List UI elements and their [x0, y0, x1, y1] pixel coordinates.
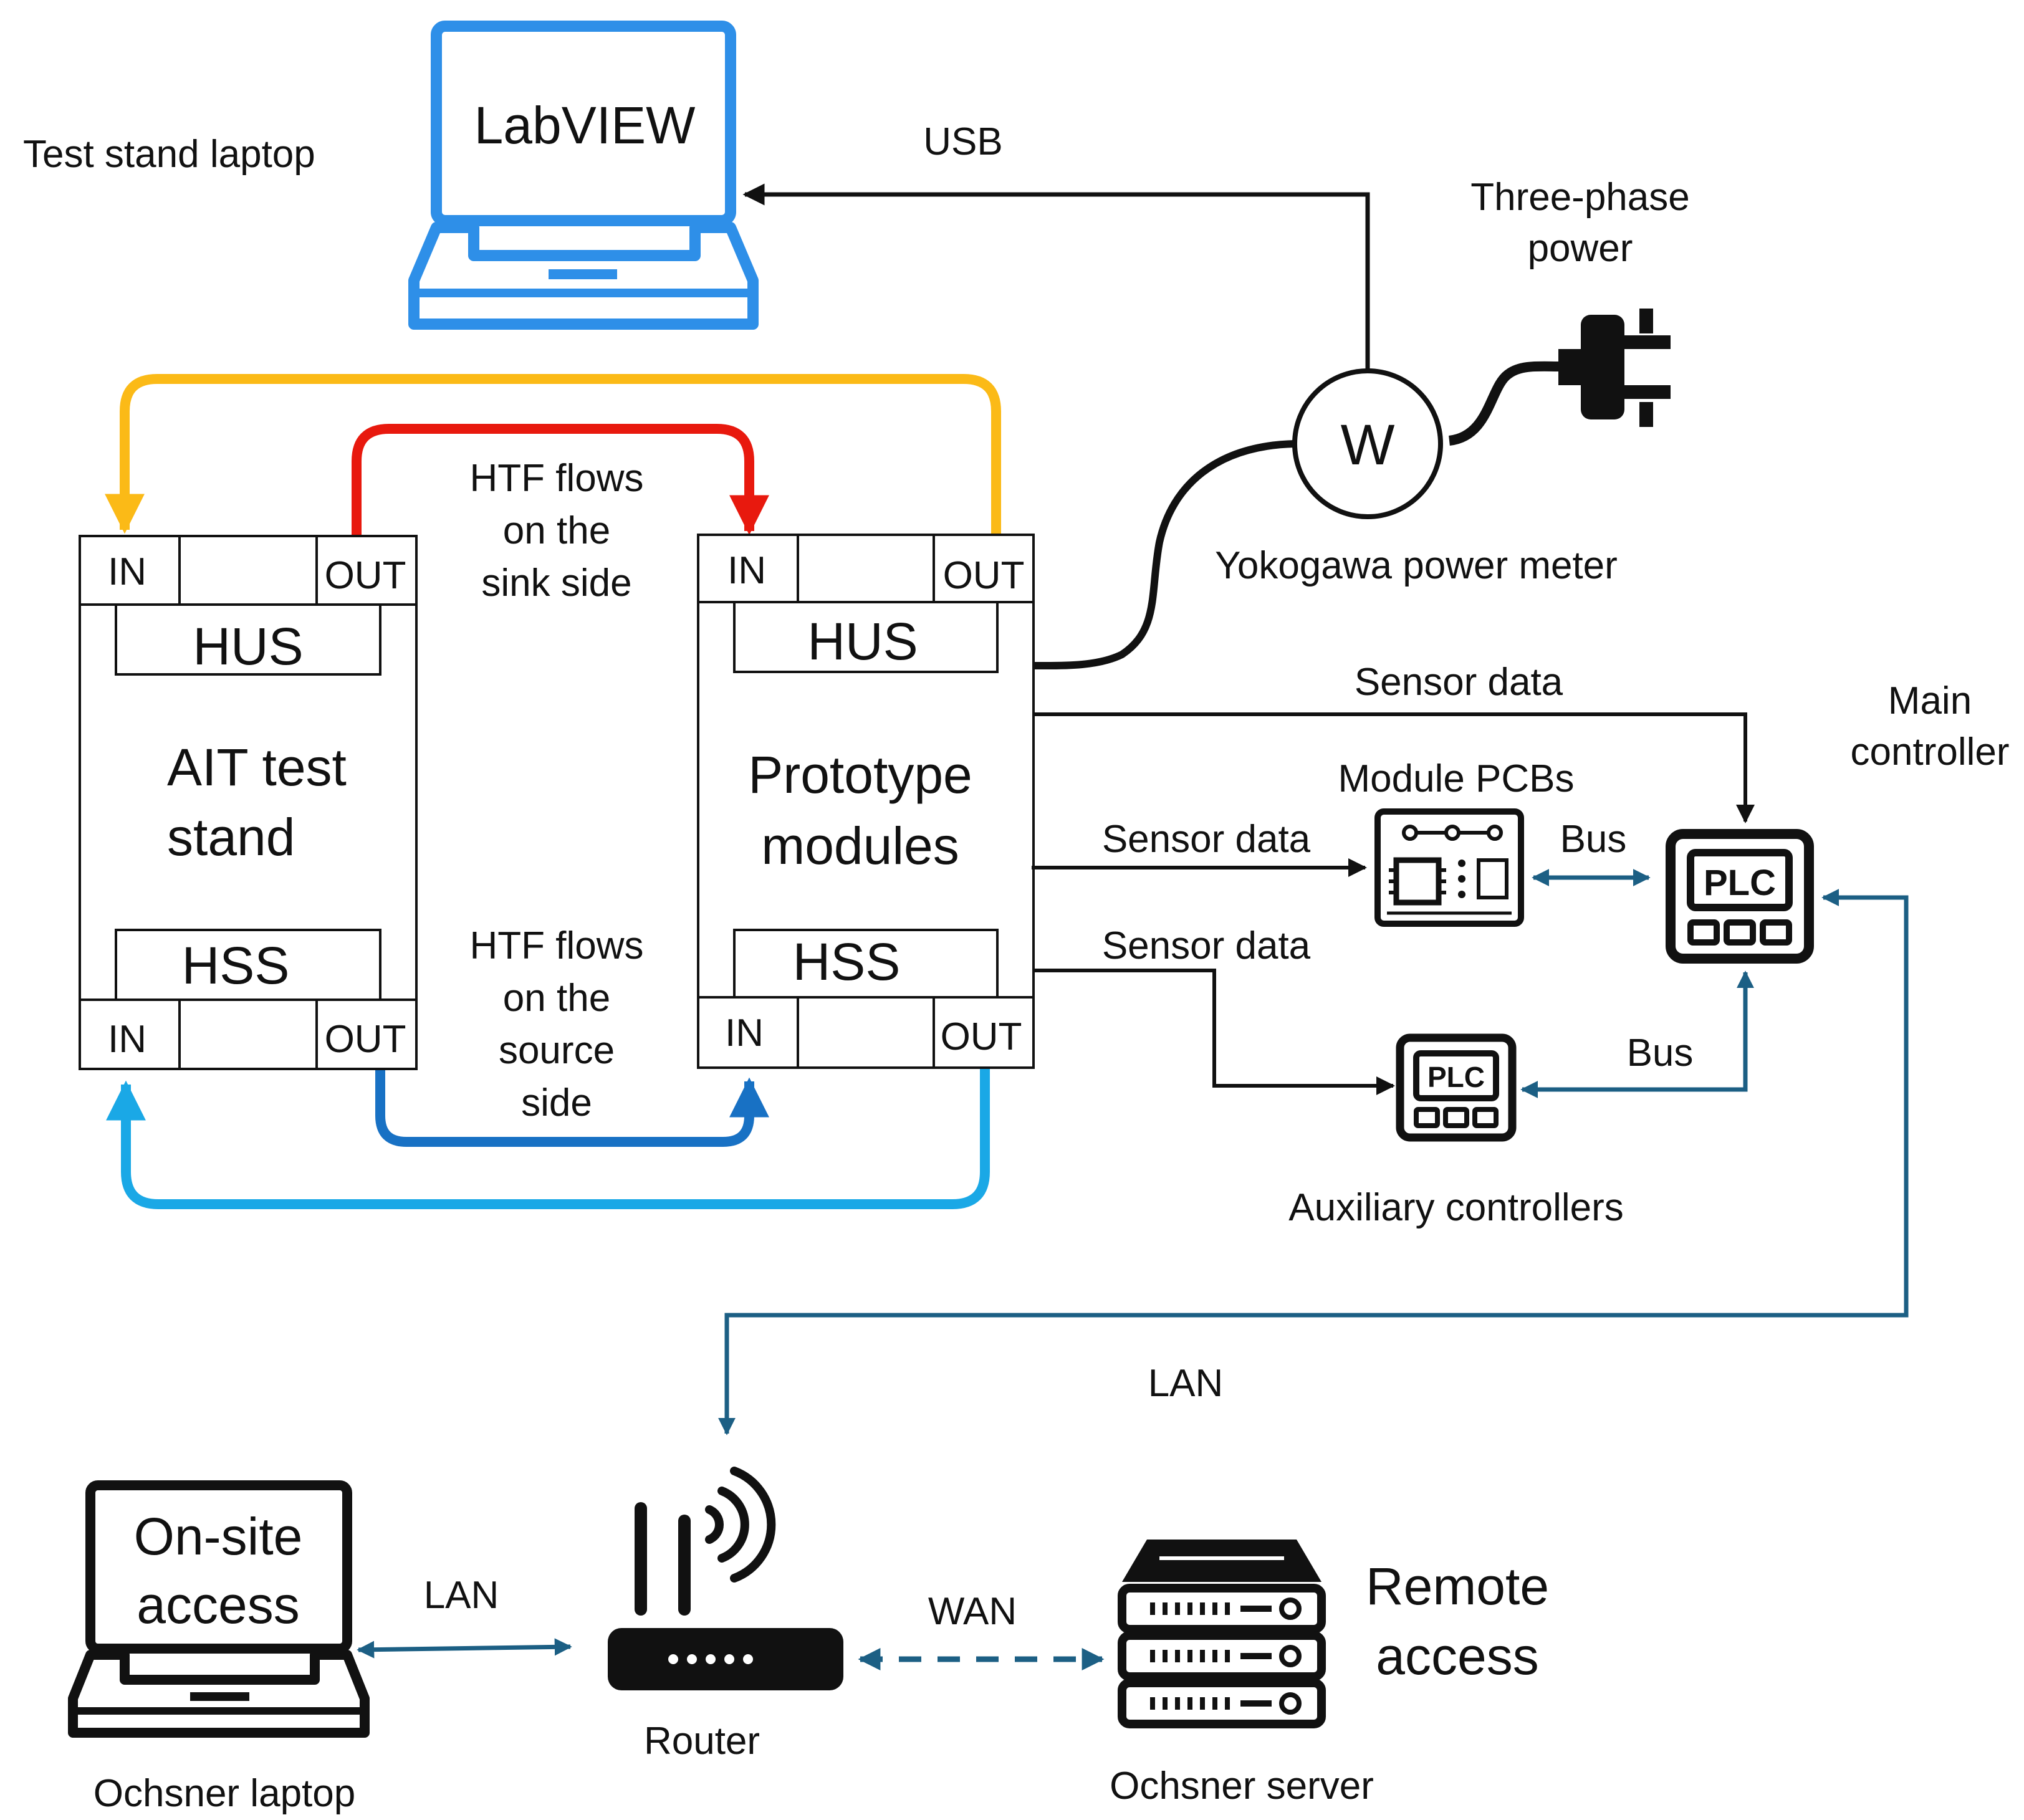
prototype-title-line1: Prototype	[748, 745, 972, 804]
prototype-port-in-top: IN	[727, 549, 766, 592]
prototype-title-line2: modules	[761, 817, 959, 875]
bus-top-label: Bus	[1560, 818, 1627, 861]
sink-flow-label-line2: on the	[503, 509, 610, 552]
source-flow-label-line3: source	[499, 1029, 615, 1072]
ait-hss-label: HSS	[182, 936, 290, 995]
router-label: Router	[644, 1720, 760, 1763]
server-icon	[1118, 1540, 1326, 1728]
ait-port-out-bottom: OUT	[325, 1018, 406, 1061]
ait-title-line1: AIT test	[167, 738, 347, 797]
bus-low-label: Bus	[1627, 1032, 1694, 1075]
power-source-label-line2: power	[1528, 227, 1633, 270]
remote-access-line2: access	[1376, 1627, 1538, 1685]
wan-label: WAN	[928, 1590, 1017, 1633]
aux-controller-label: Auxiliary controllers	[1288, 1186, 1624, 1229]
prototype-port-out-bottom: OUT	[941, 1015, 1022, 1058]
ait-hus-label: HUS	[193, 617, 303, 676]
lan-main-connection	[718, 889, 1909, 1435]
module-pcbs-label: Module PCBs	[1338, 757, 1574, 800]
onsite-screen-line1: On-site	[134, 1507, 303, 1566]
source-flow-label-line4: side	[521, 1081, 592, 1124]
usb-connection	[742, 183, 1370, 374]
labview-screen-text: LabVIEW	[474, 96, 696, 155]
ochsner-laptop-icon	[68, 1480, 370, 1738]
main-controller-label-line1: Main	[1888, 679, 1972, 722]
sensor-data-top-label: Sensor data	[1355, 661, 1563, 704]
main-controller-label-line2: controller	[1851, 730, 2010, 774]
prototype-port-in-bottom: IN	[725, 1012, 764, 1055]
power-cable	[1034, 440, 1295, 670]
ait-title-line2: stand	[167, 808, 295, 866]
sink-hot-flow	[352, 424, 769, 536]
ait-port-out-top: OUT	[325, 554, 406, 597]
aux-plc-chip-text: PLC	[1427, 1061, 1485, 1093]
power-meter-symbol: W	[1341, 413, 1395, 477]
prototype-hss-label: HSS	[793, 932, 901, 991]
power-meter-label: Yokogawa power meter	[1215, 544, 1618, 587]
lan-left-label: LAN	[424, 1574, 499, 1617]
main-plc-chip-text: PLC	[1704, 863, 1776, 903]
ait-test-stand	[79, 535, 418, 1070]
sensor-data-mid-label: Sensor data	[1102, 818, 1311, 861]
source-flow-label-line2: on the	[503, 977, 610, 1020]
prototype-hus-label: HUS	[807, 612, 918, 671]
power-plug-icon	[1448, 309, 1671, 446]
sensor-data-top-connection	[1034, 712, 1755, 823]
sink-flow-label-line1: HTF flows	[470, 457, 644, 500]
router-icon	[608, 1467, 843, 1690]
usb-label: USB	[923, 120, 1002, 163]
test-stand-laptop-label: Test stand laptop	[23, 133, 315, 176]
ait-port-in-bottom: IN	[108, 1018, 146, 1061]
source-flow-label-line1: HTF flows	[470, 924, 644, 967]
power-source-label-line1: Three-phase	[1470, 176, 1690, 219]
remote-access-line1: Remote	[1366, 1557, 1549, 1616]
lan-main-label: LAN	[1148, 1362, 1224, 1405]
labview-laptop-icon	[408, 21, 759, 330]
sensor-data-low-label: Sensor data	[1102, 924, 1311, 967]
pcb-icon	[1374, 808, 1524, 927]
onsite-screen-line2: access	[137, 1576, 299, 1634]
ochsner-laptop-label: Ochsner laptop	[94, 1772, 355, 1815]
sink-return-flow	[105, 374, 1001, 535]
ait-port-in-top: IN	[108, 550, 146, 593]
lan-laptop-router-connection	[357, 1638, 572, 1659]
sensor-data-low-connection	[1034, 969, 1395, 1095]
ochsner-server-label: Ochsner server	[1110, 1765, 1374, 1808]
sink-flow-label-line3: sink side	[481, 562, 631, 605]
prototype-port-out-top: OUT	[943, 554, 1025, 597]
